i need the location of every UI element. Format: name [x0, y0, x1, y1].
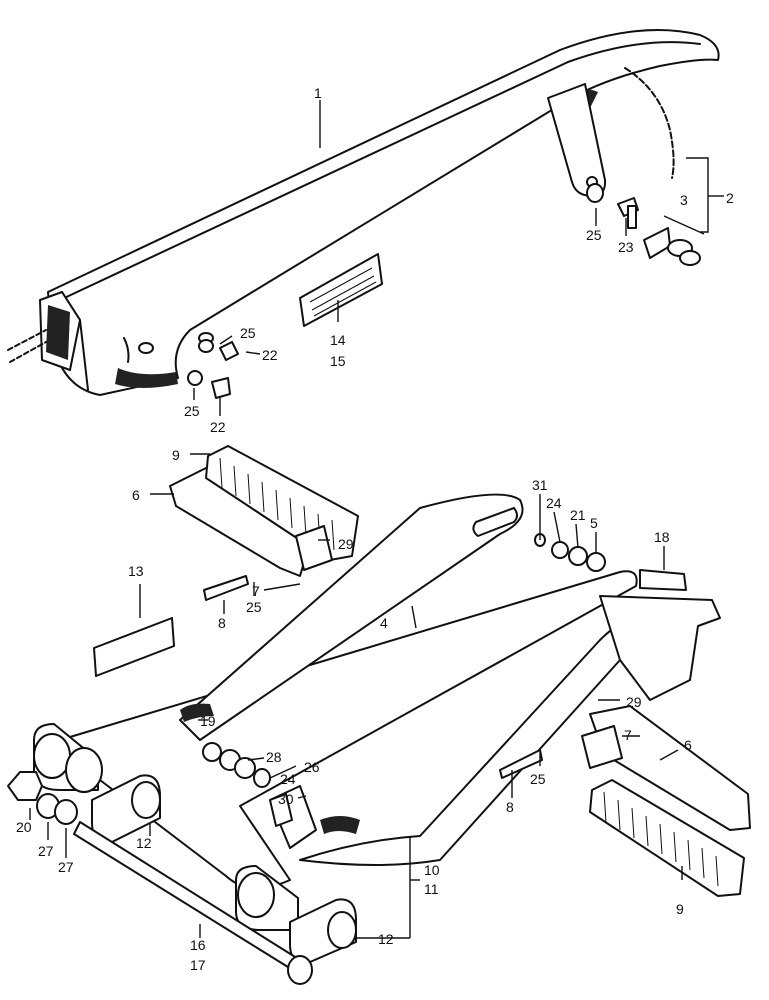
callout-9-bottom: 9	[676, 901, 684, 917]
callout-25-footpeg-right: 25	[530, 771, 546, 787]
callout-2: 2	[726, 190, 734, 206]
callout-16: 16	[190, 937, 206, 953]
callout-14: 14	[330, 332, 346, 348]
callout-22-lower: 22	[210, 419, 226, 435]
callout-22-upper: 22	[262, 347, 278, 363]
pivot-bushings	[91, 774, 357, 964]
decal-13	[93, 617, 175, 677]
callout-28: 28	[266, 749, 282, 765]
left-footpeg	[169, 445, 359, 601]
leader-lines	[29, 100, 724, 939]
callout-8-left: 8	[218, 615, 226, 631]
callout-12-right: 12	[378, 931, 394, 947]
case-fasteners	[187, 339, 239, 399]
callout-5: 5	[590, 515, 598, 531]
callout-4: 4	[380, 615, 388, 631]
callout-24-upper: 24	[546, 495, 562, 511]
callout-7-right: 7	[624, 727, 632, 743]
pivot-bolt	[73, 821, 313, 985]
chain-joint	[586, 183, 701, 266]
pivot-nut-washers	[7, 771, 78, 825]
callout-20: 20	[16, 819, 32, 835]
swing-arm	[33, 493, 721, 931]
callout-18: 18	[654, 529, 670, 545]
callout-24-lower: 24	[280, 771, 296, 787]
callout-25-footpeg-left: 25	[246, 599, 262, 615]
callout-6-right: 6	[684, 737, 692, 753]
callout-8-right: 8	[506, 799, 514, 815]
callout-23: 23	[618, 239, 634, 255]
callout-numbers: 1 2 3 4 5 6 6 7 7 8 8 9 9 10 11 12 12 13…	[16, 85, 734, 973]
callout-11: 11	[424, 881, 439, 897]
callout-7-left: 7	[252, 583, 260, 599]
callout-25-case-upper: 25	[240, 325, 256, 341]
callout-29-upper: 29	[338, 536, 354, 552]
caution-label-plate	[299, 253, 383, 327]
callout-10: 10	[424, 862, 440, 878]
callout-19: 19	[200, 713, 216, 729]
callout-21: 21	[570, 507, 586, 523]
callout-3: 3	[680, 192, 688, 208]
callout-17: 17	[190, 957, 206, 973]
callout-15: 15	[330, 353, 346, 369]
callout-12-left: 12	[136, 835, 152, 851]
axle-hardware	[202, 742, 293, 827]
callout-27-b: 27	[58, 859, 74, 875]
callout-25-stay: 25	[586, 227, 602, 243]
callout-30: 30	[278, 791, 294, 807]
callout-31: 31	[532, 477, 548, 493]
chain-case	[7, 29, 720, 396]
callout-6-left: 6	[132, 487, 140, 503]
callout-9-top: 9	[172, 447, 180, 463]
callout-26: 26	[304, 759, 320, 775]
callout-1: 1	[314, 85, 322, 101]
callout-29-lower: 29	[626, 694, 642, 710]
callout-13: 13	[128, 563, 144, 579]
callout-27-a: 27	[38, 843, 54, 859]
callout-25-case-lower: 25	[184, 403, 200, 419]
right-footpeg	[499, 705, 751, 897]
